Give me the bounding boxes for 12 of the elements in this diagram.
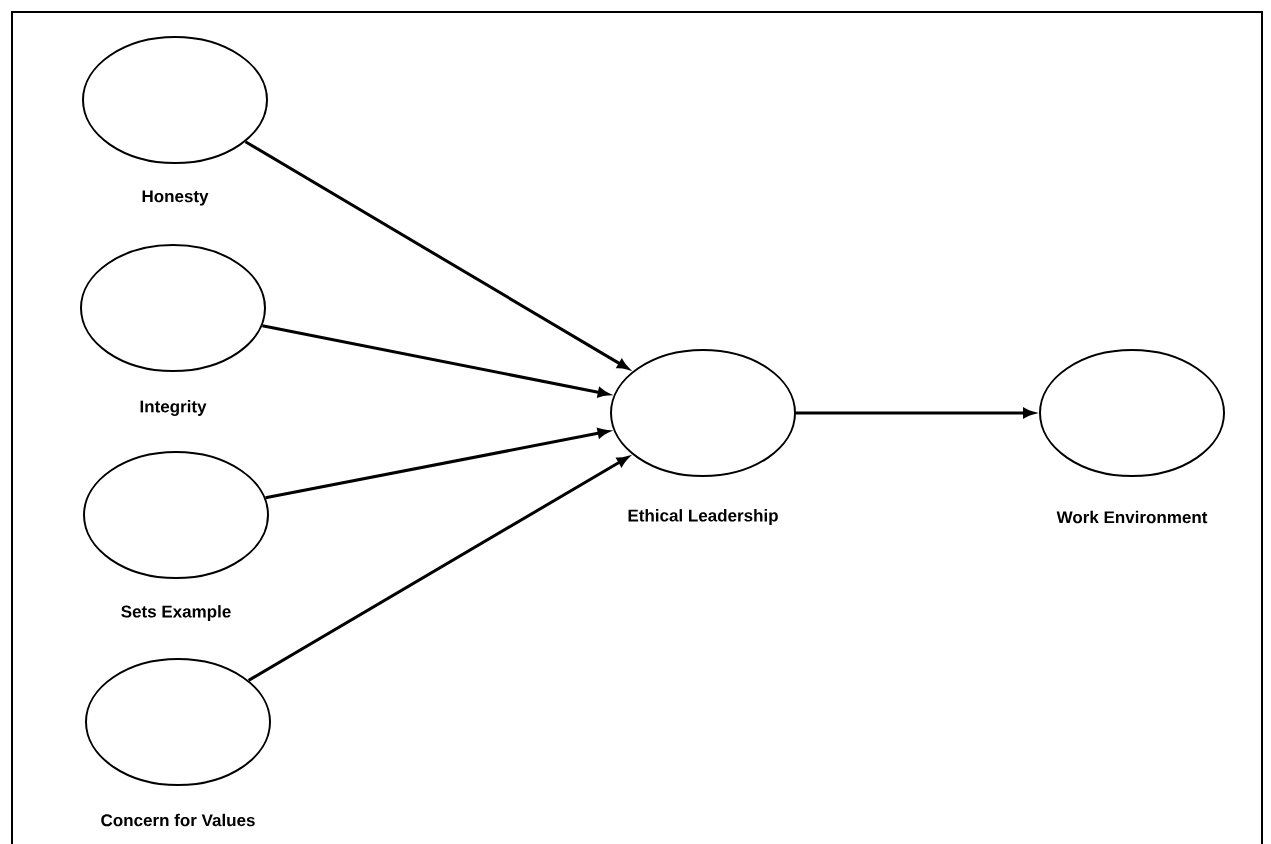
node-label: Integrity [140, 400, 207, 416]
ellipse-node: Ethical Leadership [610, 349, 796, 525]
ellipse-node: Sets Example [83, 451, 269, 621]
node-label: Honesty [142, 190, 209, 206]
ellipse-node: Concern for Values [85, 658, 271, 827]
node-label: Sets Example [121, 605, 231, 621]
ellipse-node: Integrity [80, 244, 266, 416]
node-label: Ethical Leadership [628, 509, 778, 525]
ellipse-node: Honesty [82, 36, 268, 206]
node-label: Work Environment [1056, 510, 1208, 524]
ellipse-node: Work Environment [1039, 349, 1225, 524]
node-label: Concern for Values [101, 813, 255, 827]
